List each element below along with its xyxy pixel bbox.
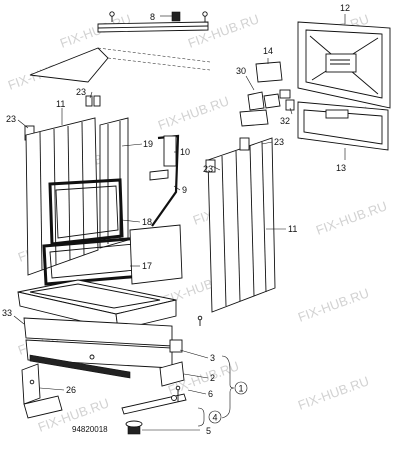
callout-4: 4 <box>213 413 218 423</box>
base-pan <box>17 279 177 379</box>
clip-part-8 <box>171 11 181 22</box>
bracket-part-10 <box>163 135 177 167</box>
callout-33: 33 <box>2 308 12 318</box>
callout-9: 9 <box>182 185 187 195</box>
left-side-panel-11 <box>25 117 99 276</box>
screws <box>175 315 203 402</box>
gasket-18 <box>48 178 124 246</box>
callout-6: 6 <box>208 389 213 399</box>
callout-1: 1 <box>239 384 244 394</box>
watermark: FIX-HUB.RU <box>156 93 231 133</box>
rod-part-9 <box>149 134 180 227</box>
right-side-panel-11 <box>205 137 276 313</box>
callout-17: 17 <box>142 261 152 271</box>
callout-13: 13 <box>336 163 346 173</box>
watermark: FIX-HUB.RU <box>314 198 389 238</box>
callout-11-left: 11 <box>56 99 65 109</box>
foot-bracket-26 <box>21 363 63 419</box>
watermark: FIX-HUB.RU <box>296 285 371 325</box>
watermark: FIX-HUB.RU <box>186 11 261 51</box>
callout-12: 12 <box>340 3 350 13</box>
lower-panel-13 <box>297 101 389 151</box>
drawing-code: 94820018 <box>72 425 108 434</box>
front-frame-19 <box>99 117 129 249</box>
callout-26: 26 <box>66 385 76 395</box>
top-sheet <box>29 47 211 83</box>
callout-5: 5 <box>206 426 211 436</box>
part-30 <box>247 91 265 111</box>
leader-lines <box>13 14 346 431</box>
callout-8: 8 <box>150 12 155 22</box>
callout-32: 32 <box>280 116 290 126</box>
oven-cavity <box>129 224 183 285</box>
callouts: 8 12 14 30 32 13 23 23 11 19 10 9 23 23 … <box>2 3 350 436</box>
small-parts-cluster <box>239 61 295 127</box>
callout-11-right: 11 <box>288 224 297 234</box>
foot-assembly <box>121 339 187 415</box>
callout-3: 3 <box>210 353 215 363</box>
top-rail <box>97 11 209 33</box>
part-14 <box>255 61 283 83</box>
callout-23-mid: 23 <box>203 164 213 174</box>
callout-30: 30 <box>236 66 246 76</box>
callout-2: 2 <box>210 373 215 383</box>
callout-18: 18 <box>142 217 152 227</box>
callout-23-top: 23 <box>76 87 86 97</box>
callout-19: 19 <box>143 139 153 149</box>
callout-10: 10 <box>180 147 190 157</box>
callout-14: 14 <box>263 46 273 56</box>
back-panel-12 <box>297 21 391 109</box>
part-32 <box>285 99 295 111</box>
leveling-foot-5 <box>125 420 143 435</box>
watermark: FIX-HUB.RU <box>296 373 371 413</box>
callout-23-left: 23 <box>6 114 16 124</box>
callout-23-right: 23 <box>274 137 284 147</box>
